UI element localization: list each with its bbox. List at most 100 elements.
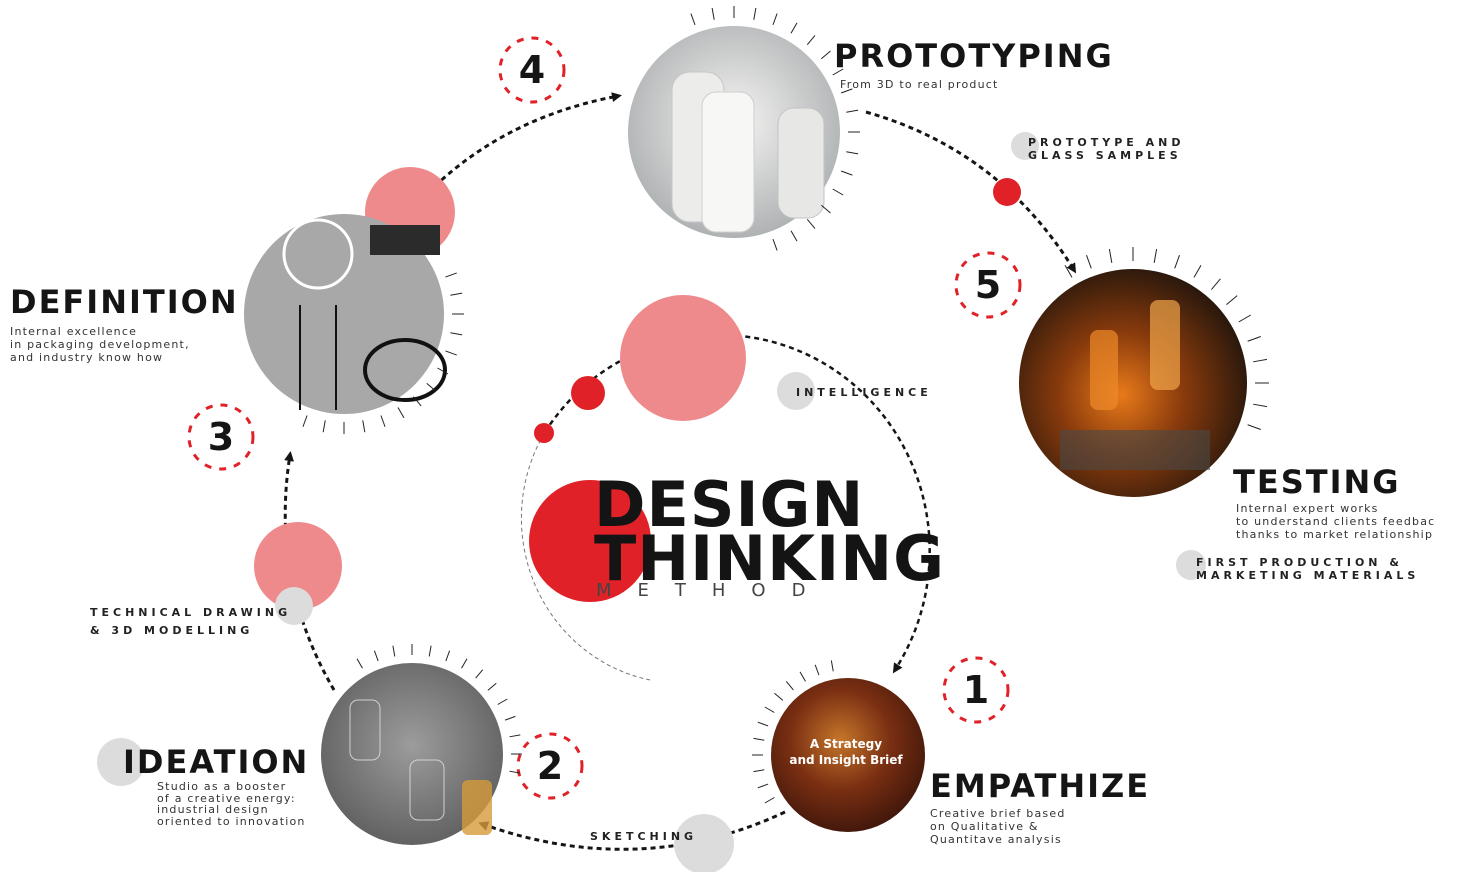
prototyping-tick [690, 13, 696, 26]
center-loop-thin [520, 431, 651, 681]
decor-circle-gray-intelligence [777, 372, 815, 410]
stage-2-number: 2 [536, 744, 564, 788]
definition-tick [397, 407, 405, 419]
empathize-tick [785, 681, 794, 691]
ideation-tick [428, 645, 432, 657]
ideation-tick [504, 715, 516, 721]
testing-tick [1174, 255, 1180, 269]
center-subtitle: METHOD [596, 580, 832, 601]
ideation-tick [475, 669, 484, 679]
stage-5-number: 5 [974, 263, 1002, 307]
center-title-line2: THINKING [594, 522, 946, 595]
center-loop-thick [543, 333, 931, 674]
empathize-image-text: A Strategy and Insight Brief [789, 737, 903, 767]
prototyping-tick [790, 230, 798, 242]
ideation-tick [509, 770, 521, 774]
empathize-tick [764, 797, 775, 804]
prototyping-tick [772, 13, 778, 26]
empathize-tick [830, 660, 834, 672]
prototyping-description: From 3D to real product [840, 78, 999, 91]
technical-tag: TECHNICAL DRAWING & 3D MODELLING [90, 606, 292, 637]
testing-title: TESTING [1233, 463, 1401, 501]
testing-tick [1064, 264, 1073, 278]
empathize-image [771, 678, 925, 832]
prototyping-image [628, 26, 840, 238]
prototyping-tick [806, 35, 816, 45]
empathize-tick [753, 769, 765, 773]
testing-tick [1108, 248, 1113, 263]
prototyping-tick [821, 50, 831, 60]
decor-circle-red-tiny [534, 423, 554, 443]
decor-circle-pink-center [620, 295, 746, 421]
definition-tick [450, 292, 463, 296]
decor-circle-gray-testing [1176, 550, 1206, 580]
prototyping-tick [753, 7, 757, 20]
tick-rings [302, 6, 1269, 804]
testing-description: Internal expert works to understand clie… [1236, 502, 1436, 541]
empathize-title: EMPATHIZE [930, 767, 1151, 805]
testing-image [1019, 269, 1247, 497]
decor-circle-red-small [571, 376, 605, 410]
testing-tick [1238, 314, 1252, 323]
decor-circle-gray-sketching [674, 814, 734, 872]
decor-circle-red-prototype [993, 178, 1021, 206]
prototyping-tick [772, 238, 778, 251]
number-ring-5 [954, 251, 1022, 319]
prototyping-tick [806, 219, 816, 229]
ideation-tick [509, 734, 521, 738]
decor-circle-gray-technical [275, 587, 313, 625]
definition-tick [413, 396, 422, 407]
prototyping-tick [832, 188, 844, 196]
testing-tick [1253, 403, 1268, 408]
definition-tick [445, 272, 457, 278]
empathize-tick [764, 706, 775, 713]
ideation-title: IDEATION [123, 743, 310, 781]
testing-tick [1153, 248, 1158, 263]
ideation-image [321, 663, 503, 845]
definition-tick [450, 332, 463, 336]
definition-tick [362, 420, 366, 433]
number-ring-3 [187, 403, 255, 471]
decor-circle-red-large [529, 480, 651, 602]
empathize-tick [753, 737, 765, 741]
number-ring-1 [942, 656, 1010, 724]
intelligence-tag: INTELLIGENCE [796, 386, 932, 399]
stage-4-number: 4 [518, 48, 546, 92]
definition-tick [302, 415, 308, 427]
ideation-tick [373, 650, 379, 662]
prototyping-tick [832, 68, 844, 76]
definition-tick [380, 415, 386, 427]
empathize-tick [799, 671, 806, 682]
prototyping-tick [846, 151, 859, 155]
empathize-tick [757, 783, 769, 789]
testing-tick [1193, 264, 1202, 278]
definition-tick [322, 420, 326, 433]
ideation-description: Studio as a booster of a creative energy… [157, 780, 306, 828]
prototyping-tick [821, 204, 831, 214]
prototyping-tick [840, 88, 853, 94]
ideation-tick [356, 658, 363, 669]
definition-title: DEFINITION [10, 283, 239, 321]
number-ring-4 [498, 36, 566, 104]
testing-tick [1247, 336, 1261, 342]
empathize-description: Creative brief based on Qualitative & Qu… [930, 807, 1066, 846]
definition-tick [437, 367, 449, 375]
testing-tick [1086, 255, 1092, 269]
empathize-tick [757, 721, 769, 727]
decor-circle-gray-ideation [97, 738, 145, 786]
prototyping-tick [846, 109, 859, 113]
number-ring-2 [516, 732, 584, 800]
ideation-tick [392, 645, 396, 657]
sketching-tag: SKETCHING [590, 830, 698, 843]
empathize-tick [774, 692, 784, 701]
prototype-tag: PROTOTYPE AND GLASS SAMPLES [1028, 136, 1185, 162]
definition-image [244, 214, 447, 414]
testing-tick [1211, 278, 1221, 290]
definition-tick [426, 383, 437, 392]
stage-3-number: 3 [207, 415, 235, 459]
prototyping-tick [840, 170, 853, 176]
stage-1-number: 1 [962, 668, 990, 712]
decor-circle-gray-prototype [1011, 132, 1039, 160]
arrow-empathize-to-ideation [478, 810, 786, 851]
